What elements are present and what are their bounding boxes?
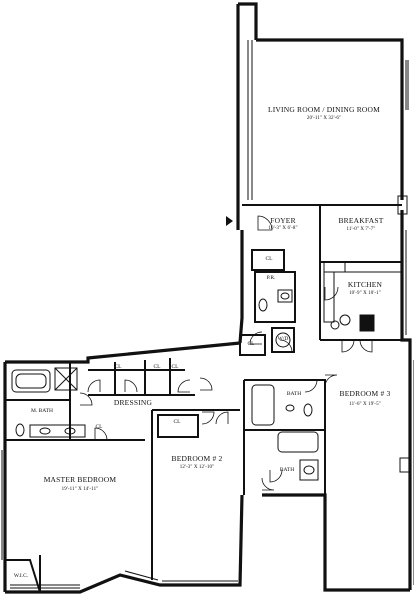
closet-label-mbath: CL <box>95 424 103 430</box>
bath-upper-label: BATH <box>286 391 302 397</box>
master-bedroom-label: MASTER BEDROOM <box>43 475 117 484</box>
interior-walls <box>5 204 402 593</box>
entry-arrow-icon <box>226 216 233 226</box>
bedroom2-dims: 12'-3" X 12'-10" <box>179 465 215 470</box>
bedroom2-label: BEDROOM # 2 <box>171 454 223 463</box>
foyer-dims: 10'-3" X 6'-8" <box>268 226 298 231</box>
living-dining-label: LIVING ROOM / DINING ROOM <box>267 105 381 114</box>
wic-label: W.I.C. <box>13 573 29 579</box>
windows <box>1 40 414 589</box>
kitchen-label: KITCHEN <box>347 280 383 289</box>
foyer-label: FOYER <box>270 216 296 225</box>
closet-label-foyer: CL <box>265 256 273 262</box>
powder-room-label: P.R. <box>266 275 276 281</box>
master-bath-label: M. BATH <box>30 408 53 414</box>
fixtures <box>11 261 403 481</box>
bedroom3-label: BEDROOM # 3 <box>339 389 391 398</box>
bedroom3-dims: 11'-6" X 19'-5" <box>349 402 381 407</box>
closet-label-bedroom2: CL <box>173 419 181 425</box>
doors <box>79 215 373 491</box>
breakfast-dims: 11'-0" X 7'-7" <box>346 227 376 232</box>
closet-label-dressing-1: CL <box>114 364 122 370</box>
closet-label-dressing-2: CL <box>153 364 161 370</box>
closet-label-hall: CL <box>247 341 255 347</box>
dressing-label: DRESSING <box>113 398 153 407</box>
living-dining-dims: 20'-11" X 32'-6" <box>306 116 342 121</box>
bath-lower-label: BATH <box>279 467 295 473</box>
master-bedroom-dims: 19'-11" X 14'-11" <box>61 487 99 492</box>
breakfast-label: BREAKFAST <box>338 216 384 225</box>
washer-dryer-label: W/D <box>277 336 289 342</box>
kitchen-dims: 10'-9" X 10'-1" <box>349 291 381 296</box>
closet-label-dressing-3: CL <box>171 364 179 370</box>
exterior-walls <box>3 2 412 594</box>
